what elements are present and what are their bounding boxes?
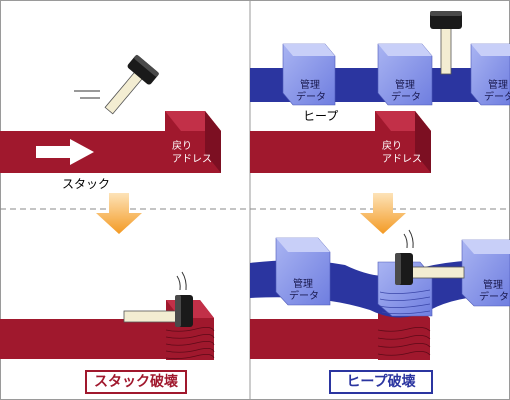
crushed-block [165, 327, 215, 360]
heap-label: ヒープ [303, 109, 338, 123]
arrow-down-icon [96, 193, 142, 234]
hammer-icon [123, 295, 193, 327]
management-data-block: 管理 データ [275, 237, 331, 306]
arrow-down-icon [360, 193, 406, 234]
svg-text:管理 データ: 管理 データ [296, 78, 326, 103]
hammer-icon [430, 11, 462, 75]
stack-destruction-caption: スタック破壊 [85, 370, 187, 394]
svg-text:管理 データ: 管理 データ [484, 78, 510, 103]
svg-text:管理 データ: 管理 データ [391, 78, 421, 103]
heap-before: 管理 データ 管理 データ 管理 データ ヒープ [250, 11, 510, 173]
arrow-right-icon [36, 139, 94, 165]
stack-bar-damaged [0, 319, 172, 359]
return-address-label: 戻り アドレス [172, 139, 212, 165]
management-data-block: 管理 データ [282, 43, 336, 106]
management-data-block: 管理 データ [377, 43, 433, 106]
hammer-icon [104, 55, 159, 115]
svg-text:管理 データ: 管理 データ [289, 277, 319, 302]
return-address-label: 戻り アドレス [382, 139, 422, 165]
return-address-side [205, 111, 221, 173]
management-data-block: 管理 データ [461, 239, 510, 307]
stack-after [0, 271, 215, 360]
stack-before: 戻り アドレス スタック [0, 55, 221, 191]
hammer-icon [395, 253, 465, 285]
stack-label: スタック [62, 177, 110, 191]
heap-destruction-caption: ヒープ破壊 [329, 370, 433, 394]
svg-text:管理 データ: 管理 データ [479, 278, 509, 303]
heap-after: 管理 データ 管理 データ [250, 229, 510, 360]
management-data-block: 管理 データ [470, 43, 510, 106]
